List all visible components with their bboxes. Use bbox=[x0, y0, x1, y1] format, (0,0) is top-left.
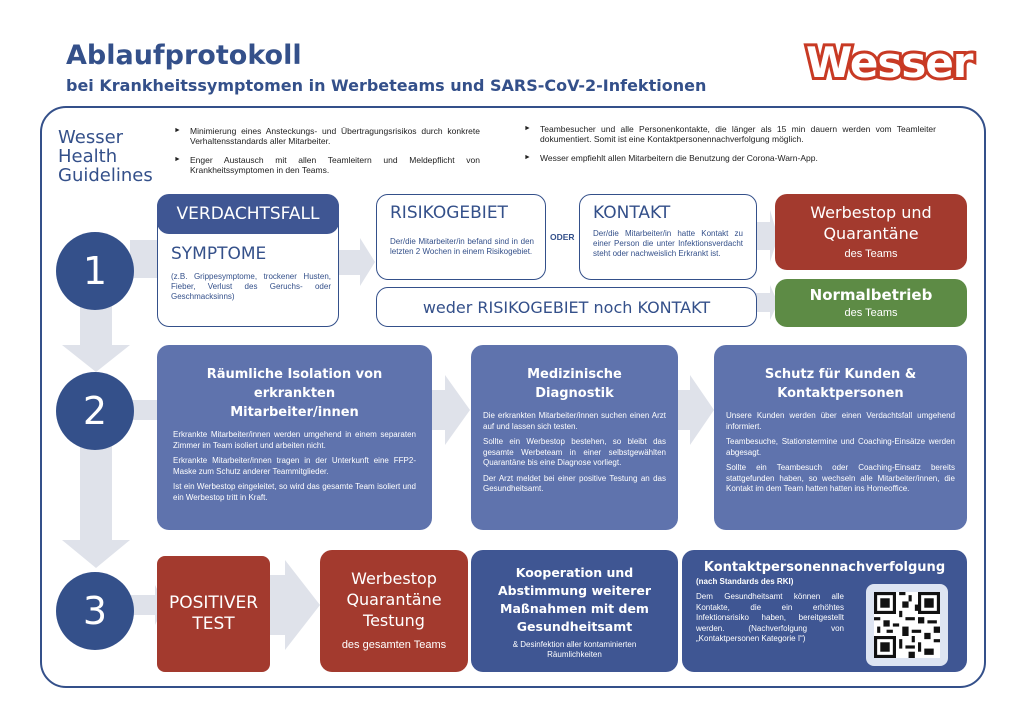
werbestop-quarantaene-box: Werbestop und Quarantäne des Teams bbox=[775, 194, 967, 270]
guideline-bullet: Minimierung eines Ansteckungs- und Übert… bbox=[174, 126, 480, 146]
wq-line-1: Werbestop bbox=[351, 569, 437, 588]
kooperation-box: Kooperation und Abstimmung weiterer Maßn… bbox=[471, 550, 678, 672]
schutz-text-1: Unsere Kunden werden über einen Verdacht… bbox=[726, 411, 955, 431]
diagnostik-title: Medizinische Diagnostik bbox=[527, 367, 622, 401]
kontakt-box: KONTAKT Der/die Mitarbeiter/in hatte Kon… bbox=[579, 194, 757, 280]
schutz-box: Schutz für Kunden & Kontaktpersonen Unse… bbox=[714, 345, 967, 530]
step-circle-1: 1 bbox=[56, 232, 134, 310]
health-guidelines-label: Wesser Health Guidelines bbox=[58, 127, 153, 186]
wesser-logo: Wesser bbox=[803, 35, 976, 90]
schutz-text-3: Sollte ein Teambesuch oder Coaching-Eins… bbox=[726, 463, 955, 493]
guideline-bullet: Teambesucher und alle Personenkontakte, … bbox=[524, 124, 936, 144]
risikogebiet-box: RISIKOGEBIET Der/die Mitarbeiter/in befa… bbox=[376, 194, 546, 280]
positiver-test-box: POSITIVER TEST bbox=[157, 556, 270, 672]
normalbetrieb-title: Normalbetrieb bbox=[809, 286, 933, 304]
content-frame bbox=[40, 106, 986, 688]
wq-line-2: Quarantäne bbox=[346, 590, 442, 609]
wq-sub: des gesamten Teams bbox=[341, 639, 447, 651]
kpn-sub: (nach Standards des RKI) bbox=[696, 577, 794, 586]
qr-code-icon bbox=[874, 592, 940, 658]
normalbetrieb-box: Normalbetrieb des Teams bbox=[775, 279, 967, 327]
isolation-box: Räumliche Isolation von erkrankten Mitar… bbox=[157, 345, 432, 530]
schutz-title: Schutz für Kunden & Kontaktpersonen bbox=[764, 367, 917, 401]
werbestop-sub: des Teams bbox=[844, 248, 898, 260]
isolation-text-3: Ist ein Werbestop eingeleitet, so wird d… bbox=[173, 482, 416, 502]
guideline-bullet: Enger Austausch mit allen Teamleitern un… bbox=[174, 155, 480, 175]
symptome-text: (z.B. Grippesymptome, trockener Husten, … bbox=[171, 272, 331, 301]
risikogebiet-title: RISIKOGEBIET bbox=[390, 203, 508, 223]
schutz-text-2: Teambesuche, Stationstermine und Coachin… bbox=[726, 437, 955, 457]
kpn-text: Dem Gesundheitsamt können alle Kontakte,… bbox=[696, 592, 844, 643]
page-title: Ablaufprotokoll bbox=[66, 40, 302, 71]
isolation-text-2: Erkrankte Mitarbeiter/innen tragen in de… bbox=[173, 456, 416, 476]
wq-line-3: Testung bbox=[363, 611, 425, 630]
qr-code[interactable] bbox=[866, 584, 948, 666]
kontakt-text: Der/die Mitarbeiter/in hatte Kontakt zu … bbox=[593, 229, 743, 258]
diagnostik-text-2: Sollte ein Werbestop bestehen, so bleibt… bbox=[483, 437, 666, 467]
oder-label: ODER bbox=[550, 232, 575, 242]
verdachtsfall-header: VERDACHTSFALL bbox=[157, 194, 339, 234]
risikogebiet-text: Der/die Mitarbeiter/in befand sind in de… bbox=[390, 237, 534, 256]
diagnostik-text-3: Der Arzt meldet bei einer positive Testu… bbox=[483, 473, 666, 494]
kpn-title: Kontaktpersonennachverfolgung bbox=[703, 560, 946, 575]
isolation-text-1: Erkrankte Mitarbeiter/innen werden umgeh… bbox=[173, 430, 416, 450]
kooperation-title: Kooperation und Abstimmung weiterer Maßn… bbox=[497, 565, 652, 634]
werbestop-title: Werbestop und Quarantäne bbox=[810, 203, 932, 243]
guideline-bullet: Wesser empfiehlt allen Mitarbeitern die … bbox=[524, 153, 936, 163]
diagnostik-text-1: Die erkrankten Mitarbeiter/innen suchen … bbox=[483, 411, 666, 431]
diagnostik-box: Medizinische Diagnostik Die erkrankten M… bbox=[471, 345, 678, 530]
isolation-title: Räumliche Isolation von erkrankten Mitar… bbox=[206, 367, 383, 420]
step-circle-3: 3 bbox=[56, 572, 134, 650]
normalbetrieb-sub: des Teams bbox=[844, 307, 898, 319]
page-subtitle: bei Krankheitssymptomen in Werbeteams un… bbox=[66, 76, 707, 95]
werbestop-testung-box: Werbestop Quarantäne Testung des gesamte… bbox=[320, 550, 468, 672]
weder-box: weder RISIKOGEBIET noch KONTAKT bbox=[376, 287, 757, 327]
kontakt-title: KONTAKT bbox=[593, 203, 671, 223]
kooperation-text: & Desinfektion aller kontaminierten Räum… bbox=[512, 640, 637, 659]
symptome-title: SYMPTOME bbox=[171, 244, 267, 264]
step-circle-2: 2 bbox=[56, 372, 134, 450]
